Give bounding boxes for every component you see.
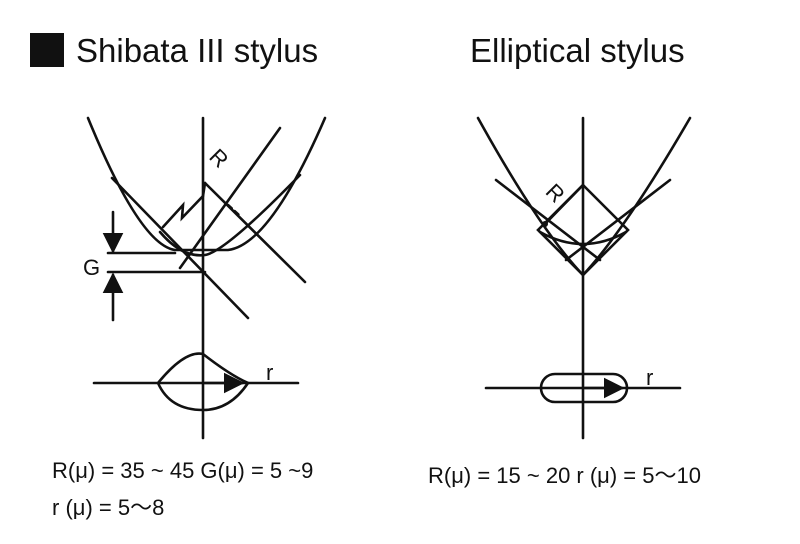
elliptical-title: Elliptical stylus bbox=[470, 32, 685, 69]
shibata-spec-line-2: r (μ) = 5〜8 bbox=[52, 495, 165, 520]
shibata-label-g: G bbox=[83, 255, 100, 280]
elliptical-tip-arc bbox=[538, 230, 628, 246]
elliptical-diagram bbox=[476, 116, 692, 440]
shibata-right-tangent bbox=[178, 126, 282, 270]
shibata-radius-line bbox=[203, 181, 307, 284]
shibata-label-r-upper: R bbox=[204, 144, 233, 173]
shibata-left-tangent bbox=[110, 176, 250, 320]
elliptical-spec-line-1: R(μ) = 15 ~ 20 r (μ) = 5〜10 bbox=[428, 463, 701, 488]
elliptical-contact-dot bbox=[542, 221, 548, 227]
shibata-break-line bbox=[161, 181, 207, 229]
shibata-title-text: Shibata III stylus bbox=[76, 32, 319, 69]
shibata-lens-section bbox=[156, 352, 250, 412]
black-square-icon bbox=[30, 33, 64, 67]
elliptical-radius-line bbox=[543, 183, 585, 226]
shibata-tip-contour bbox=[158, 173, 302, 257]
shibata-diagram bbox=[86, 116, 327, 440]
shibata-title: Shibata III stylus bbox=[30, 32, 318, 70]
shibata-dashed-segment bbox=[226, 203, 242, 218]
elliptical-label-r-lower: r bbox=[646, 365, 653, 390]
elliptical-capsule-section bbox=[539, 372, 629, 404]
shibata-spec-line-1: R(μ) = 35 ~ 45 G(μ) = 5 ~9 bbox=[52, 458, 314, 483]
shibata-label-r-lower: r bbox=[266, 360, 273, 385]
